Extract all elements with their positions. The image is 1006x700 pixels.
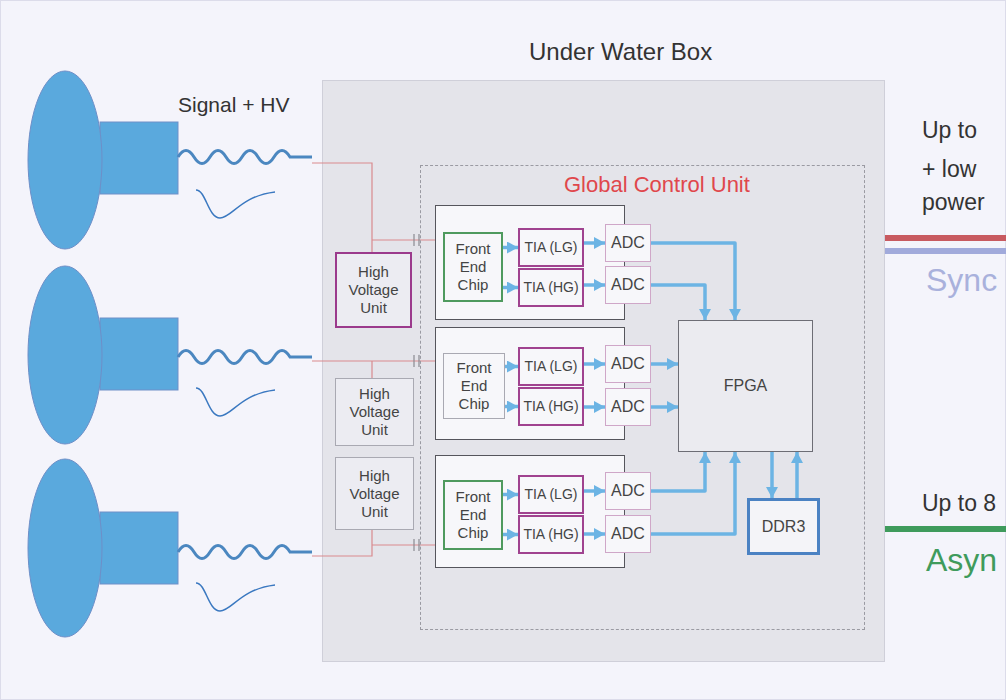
control-unit-region: Global Control UnitFront End ChipTIA (LG…	[420, 165, 865, 630]
block-label: TIA (HG)	[521, 526, 580, 543]
block-label: DDR3	[760, 517, 808, 536]
block-label: FPGA	[722, 376, 770, 395]
tia-block: TIA (HG)	[518, 268, 584, 307]
data-arrow	[651, 243, 735, 320]
cable-label: Up to 8	[922, 490, 996, 517]
block-label: TIA (LG)	[523, 358, 580, 375]
front-end-chip: Front End Chip	[443, 480, 503, 550]
block-label: ADC	[609, 524, 647, 543]
hv-unit-box: High Voltage Unit	[335, 378, 414, 446]
memory-box: DDR3	[747, 498, 820, 555]
block-label: High Voltage Unit	[336, 385, 413, 439]
tia-block: TIA (HG)	[518, 387, 584, 426]
data-arrow	[505, 365, 518, 369]
adc-block: ADC	[605, 224, 651, 262]
block-label: TIA (HG)	[521, 398, 580, 415]
block-label: ADC	[609, 354, 647, 373]
fpga-box: FPGA	[678, 320, 813, 452]
block-label: ADC	[609, 233, 647, 252]
cable-label: Sync	[926, 262, 997, 299]
data-arrow	[770, 452, 774, 498]
cable-label: power	[922, 189, 985, 216]
block-label: High Voltage Unit	[337, 263, 410, 317]
hv-unit-box: High Voltage Unit	[335, 457, 414, 530]
data-arrow	[584, 532, 605, 536]
adc-block: ADC	[605, 515, 651, 553]
adc-block: ADC	[605, 388, 651, 426]
front-end-chip: Front End Chip	[443, 353, 505, 419]
data-arrow	[503, 493, 518, 497]
tia-block: TIA (LG)	[518, 347, 584, 386]
data-arrow	[795, 452, 799, 498]
box-title: Under Water Box	[529, 38, 712, 67]
block-label: ADC	[609, 275, 647, 294]
data-arrow	[584, 241, 605, 245]
block-label: TIA (HG)	[521, 279, 580, 296]
data-arrow	[503, 286, 518, 290]
block-label: ADC	[609, 397, 647, 416]
data-arrow	[584, 405, 605, 409]
data-arrow	[651, 362, 678, 366]
block-label: High Voltage Unit	[336, 467, 413, 521]
block-label: Front End Chip	[444, 359, 504, 413]
data-arrow	[584, 489, 605, 493]
data-arrow	[584, 283, 605, 287]
block-label: ADC	[609, 481, 647, 500]
wire-label: Signal + HV	[178, 93, 289, 117]
data-arrow	[503, 246, 518, 250]
data-arrow	[651, 405, 678, 409]
cable-label: + low	[922, 156, 976, 183]
block-label: TIA (LG)	[523, 486, 580, 503]
adc-block: ADC	[605, 472, 651, 510]
data-arrow	[503, 533, 518, 537]
block-label: Front End Chip	[445, 488, 501, 542]
data-arrow	[651, 285, 705, 320]
tia-block: TIA (HG)	[518, 515, 584, 554]
adc-block: ADC	[605, 266, 651, 304]
tia-block: TIA (LG)	[518, 475, 584, 514]
data-arrow	[651, 452, 735, 534]
block-label: Front End Chip	[445, 240, 501, 294]
data-arrow	[505, 405, 518, 409]
block-label: TIA (LG)	[523, 239, 580, 256]
cable-label: Up to	[922, 117, 977, 144]
adc-block: ADC	[605, 345, 651, 383]
data-arrow	[651, 452, 705, 491]
housing-box: Under Water BoxHigh Voltage UnitHigh Vol…	[322, 80, 885, 662]
front-end-chip: Front End Chip	[443, 232, 503, 302]
tia-block: TIA (LG)	[518, 228, 584, 267]
hv-unit-box: High Voltage Unit	[335, 252, 412, 328]
cable-label: Asyn	[926, 542, 997, 579]
data-arrow	[584, 362, 605, 366]
region-title: Global Control Unit	[564, 172, 750, 198]
